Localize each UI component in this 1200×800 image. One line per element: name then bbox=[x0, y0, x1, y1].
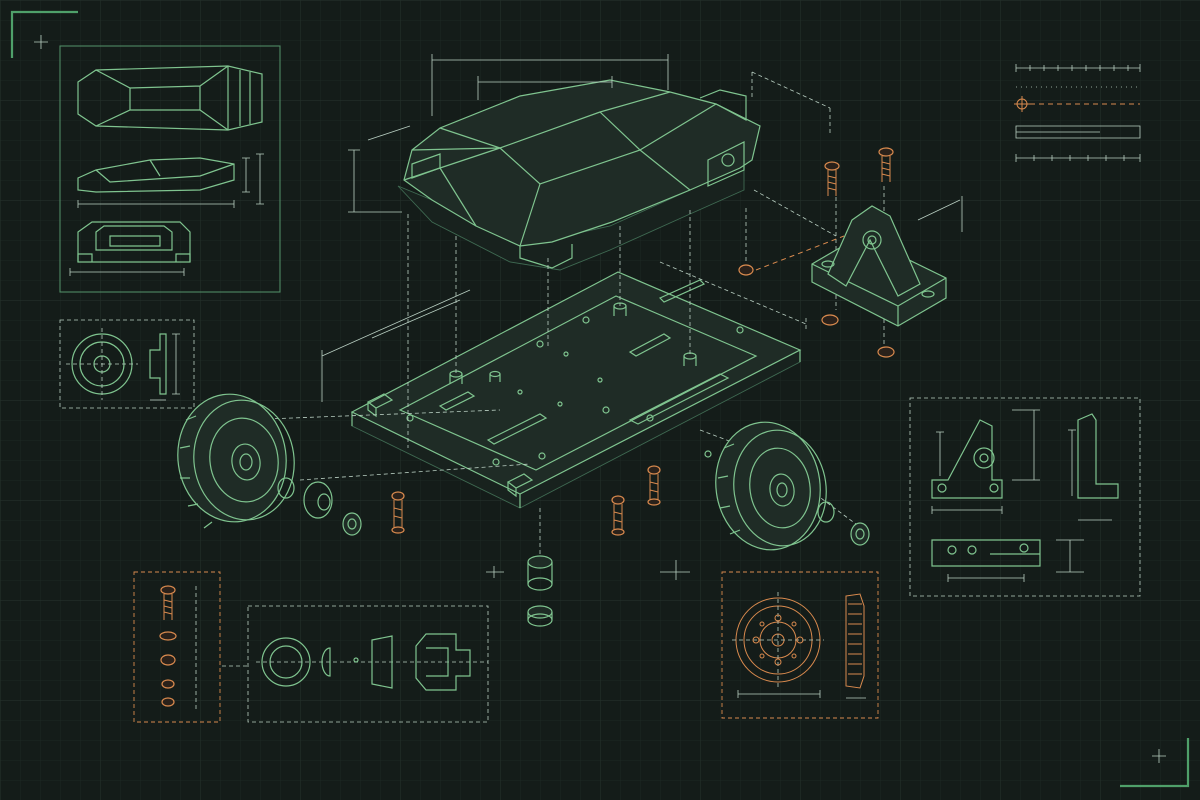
screw-top-1 bbox=[824, 161, 840, 196]
top-shell bbox=[397, 79, 761, 271]
motor-bracket bbox=[755, 196, 963, 327]
right-wheel bbox=[715, 421, 870, 551]
legend-row-orange-center bbox=[1014, 96, 1140, 112]
left-wheel bbox=[177, 393, 362, 536]
fasteners bbox=[391, 147, 895, 627]
fastener-stack-detail bbox=[133, 571, 248, 723]
plate-dimension-lines bbox=[321, 261, 807, 580]
corner-mark-top-left bbox=[10, 10, 78, 58]
bearing-section-detail bbox=[247, 605, 489, 723]
screw-bottom-2 bbox=[611, 495, 625, 536]
bracket-orthographic-views bbox=[909, 397, 1141, 597]
standoff-bottom bbox=[527, 555, 553, 627]
legend-row-section-bar bbox=[1015, 125, 1141, 139]
line-type-legend bbox=[1014, 64, 1141, 162]
corner-mark-bottom-right bbox=[1120, 738, 1190, 788]
screw-bottom-3 bbox=[647, 465, 661, 506]
shell-orthographic-views bbox=[59, 45, 281, 293]
screw-top-2 bbox=[878, 147, 894, 182]
legend-row-tick-scale bbox=[1015, 64, 1141, 72]
legend-row-long-ticks bbox=[1015, 154, 1141, 162]
wheel-hub-detail bbox=[721, 571, 879, 719]
wheel-front-side-views bbox=[59, 319, 195, 409]
screw-bottom-1 bbox=[391, 491, 405, 534]
shell-dimension-lines bbox=[348, 54, 831, 213]
